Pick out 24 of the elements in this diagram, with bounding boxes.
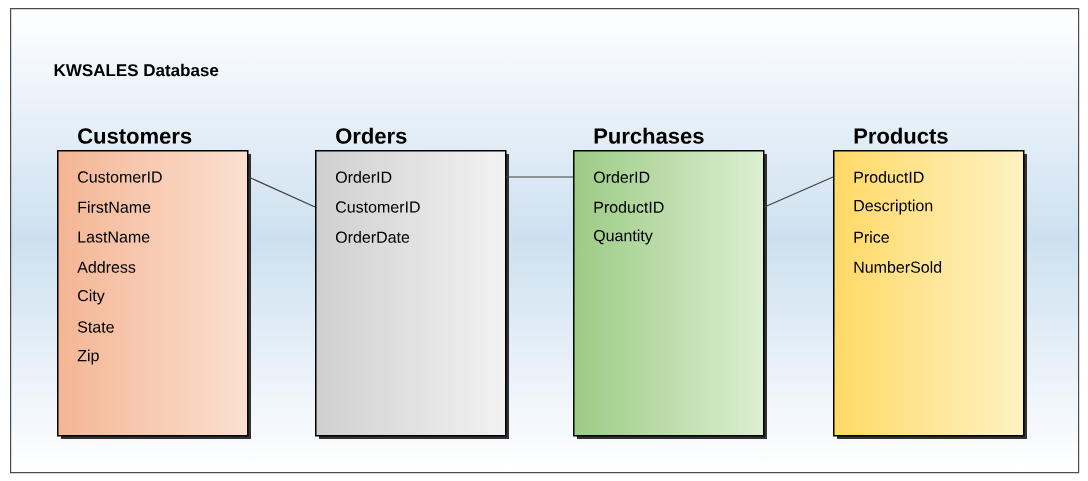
- table-heading: Products: [854, 127, 948, 144]
- table-heading: Customers: [78, 128, 192, 144]
- table-heading: Purchases: [594, 127, 704, 144]
- field-name: NumberSold: [854, 261, 942, 273]
- field-name: Quantity: [593, 229, 653, 245]
- field-name: ProductID: [594, 201, 664, 213]
- field-name: FirstName: [78, 201, 151, 213]
- field-name: OrderDate: [335, 231, 410, 243]
- field-name: Description: [854, 199, 933, 215]
- connector-line: [505, 176, 574, 178]
- connector-line: [763, 176, 834, 208]
- field-name: ProductID: [854, 171, 924, 183]
- connector-line: [247, 176, 316, 208]
- field-name: OrderID: [335, 171, 392, 183]
- field-name: Address: [77, 261, 136, 273]
- field-name: LastName: [78, 231, 150, 243]
- field-name: Zip: [77, 349, 99, 365]
- table-heading: Orders: [336, 127, 407, 144]
- field-name: State: [77, 321, 114, 333]
- field-name: OrderID: [593, 171, 650, 183]
- field-name: Price: [854, 231, 889, 243]
- field-name: City: [78, 289, 105, 305]
- field-name: CustomerID: [78, 171, 162, 183]
- field-name: CustomerID: [336, 201, 420, 213]
